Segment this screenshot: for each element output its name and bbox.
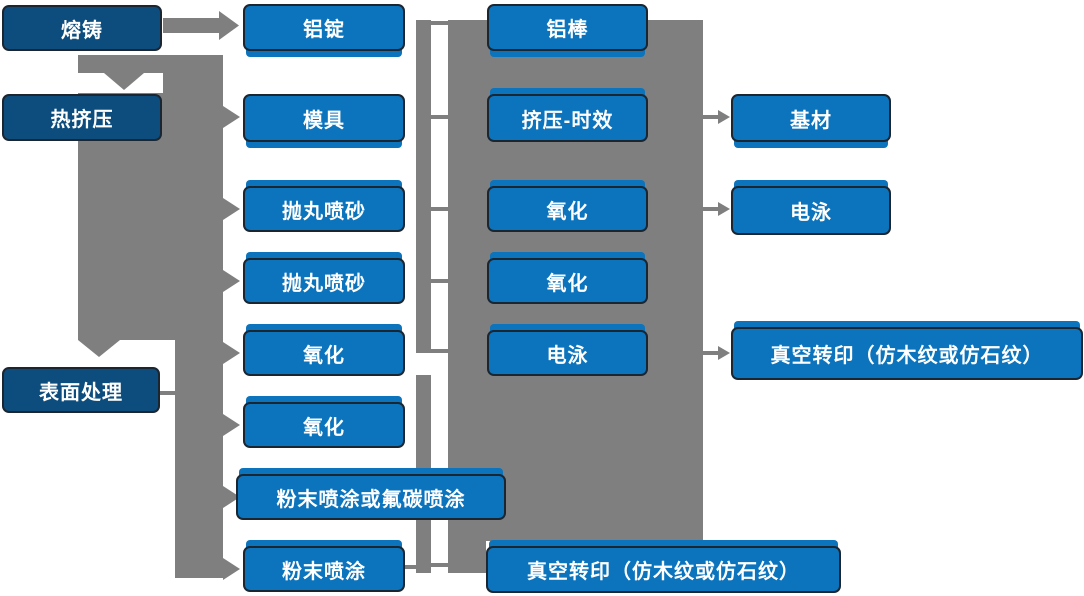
node-powder-or-fluorocarbon-coating: 粉末喷涂或氟碳喷涂: [236, 474, 506, 520]
trunk-segment: [175, 340, 223, 578]
node-shot-blast-sandblast-2: 抛丸喷砂: [243, 258, 405, 304]
surface-treatment-link: [160, 391, 176, 395]
arrow-right-icon: [223, 414, 240, 436]
band-segment: [416, 20, 431, 353]
arrow-right-icon: [223, 558, 240, 580]
block-stub: [448, 541, 486, 573]
node-anodizing-4: 氧化: [487, 258, 648, 304]
arrow-right-icon: [223, 270, 240, 292]
arrow-right-icon: [223, 486, 240, 508]
arrow-right-icon: [718, 202, 730, 216]
tick: [431, 115, 448, 119]
arrow-right-icon: [718, 110, 730, 124]
node-powder-coating: 粉末喷涂: [243, 546, 405, 592]
arrow-right-icon: [718, 346, 730, 360]
node-melting-casting: 熔铸: [2, 5, 162, 51]
arrow-down-icon: [104, 73, 144, 90]
arrow-right-icon: [223, 106, 240, 128]
arrow-right-icon: [219, 11, 239, 40]
node-surface-treatment: 表面处理: [2, 367, 160, 413]
node-anodizing-3: 氧化: [487, 186, 648, 232]
tick: [431, 563, 448, 567]
node-vacuum-transfer-print-right: 真空转印（仿木纹或仿石纹）: [731, 327, 1083, 380]
node-aluminum-rod: 铝棒: [487, 4, 648, 51]
arrow-right-icon: [223, 198, 240, 220]
tick: [431, 207, 448, 211]
node-aluminum-ingot: 铝锭: [243, 4, 405, 51]
tick: [431, 279, 448, 283]
node-extrusion-aging: 挤压-时效: [487, 94, 648, 142]
connector-shaft: [703, 207, 718, 211]
node-mold: 模具: [243, 94, 405, 142]
node-anodizing-2: 氧化: [243, 402, 405, 448]
arrow-right-icon: [223, 342, 240, 364]
tick: [405, 565, 416, 569]
node-shot-blast-sandblast-1: 抛丸喷砂: [243, 186, 405, 232]
trunk-segment: [78, 55, 223, 73]
node-hot-extrusion: 热挤压: [2, 94, 162, 141]
node-electrophoresis-1: 电泳: [487, 330, 648, 376]
connector-shaft: [163, 18, 219, 33]
connector-shaft: [703, 115, 718, 119]
connector-shaft: [703, 351, 718, 355]
connector-left-trunk: [78, 55, 240, 580]
tick: [431, 349, 448, 353]
connector-casting-to-ingot: [163, 11, 239, 40]
node-anodizing-1: 氧化: [243, 330, 405, 376]
node-electrophoresis-2: 电泳: [731, 186, 891, 235]
node-substrate: 基材: [731, 94, 891, 142]
arrow-down-icon: [78, 340, 120, 357]
trunk-segment: [163, 73, 223, 93]
node-vacuum-transfer-print-bottom: 真空转印（仿木纹或仿石纹）: [486, 546, 841, 593]
tick: [431, 21, 448, 25]
